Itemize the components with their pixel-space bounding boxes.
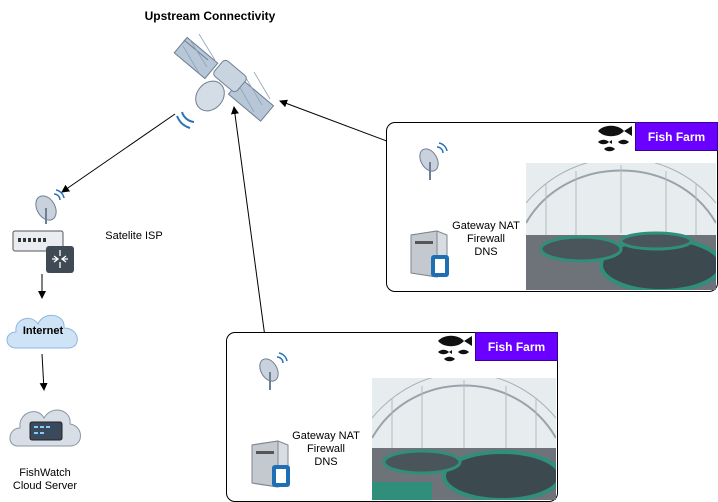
gateway-label-line1: Gateway NAT	[452, 220, 520, 232]
fish-farm-photo	[372, 378, 556, 500]
gateway-label-line3: DNS	[314, 456, 338, 468]
satellite-dish-icon	[35, 189, 65, 224]
satellite-dish-icon	[419, 142, 448, 180]
gateway-label-line2: Firewall	[467, 233, 505, 245]
cloud-server-label-line2: Cloud Server	[12, 480, 78, 492]
fish-icon	[598, 125, 632, 152]
gateway-label-line2: Firewall	[307, 443, 345, 455]
arrow-satellite-to-isp	[61, 113, 176, 193]
diagram-title: Upstream Connectivity	[144, 9, 276, 23]
arrow-internet-to-cloud	[39, 353, 48, 391]
satellite-icon	[173, 33, 275, 129]
gateway-label: Gateway NAT Firewall DNS	[286, 430, 366, 469]
isp-label: Satelite ISP	[105, 230, 163, 242]
gateway-label-line3: DNS	[474, 246, 498, 258]
cloud-server-icon	[9, 409, 81, 447]
router-icon	[12, 230, 74, 273]
arrow-farm2-to-satellite	[230, 106, 268, 353]
gateway-label: Gateway NAT Firewall DNS	[446, 220, 526, 259]
server-icon	[251, 440, 290, 488]
satellite-dish-icon	[259, 352, 288, 390]
cloud-icon	[6, 314, 78, 349]
farm-tag: Fish Farm	[635, 122, 718, 151]
internet-label: Internet	[22, 325, 64, 337]
fish-farm-photo	[526, 163, 716, 290]
server-icon	[410, 230, 449, 278]
cloud-server-label-line1: FishWatch	[19, 467, 71, 479]
gateway-label-line1: Gateway NAT	[292, 430, 360, 442]
farm-tag: Fish Farm	[475, 332, 558, 361]
cloud-server-label: FishWatch Cloud Server	[0, 467, 90, 493]
fish-icon	[438, 335, 472, 362]
